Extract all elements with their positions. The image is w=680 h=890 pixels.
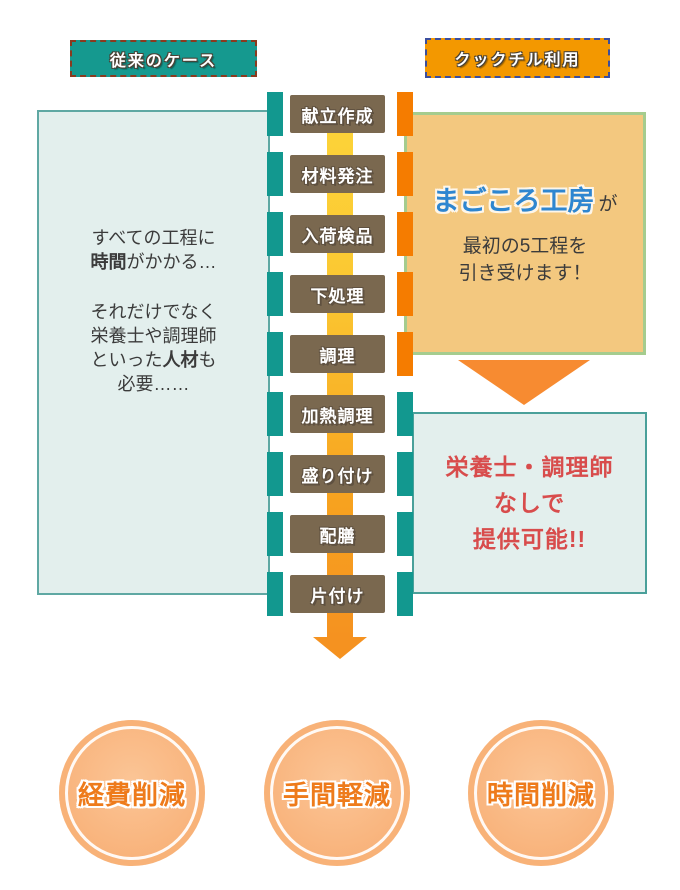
brand-suffix: が (598, 194, 618, 215)
legacy-note-segment: といった (90, 350, 163, 370)
cook-chill-badge-label: クックチル利用 (454, 52, 581, 69)
legacy-note-segment: 栄養士や調理師 (90, 326, 217, 346)
result-line: 栄養士・調理師 (445, 454, 614, 480)
result-connector (397, 572, 413, 616)
process-step-row: 材料発注 (267, 152, 413, 196)
legacy-note-line: それだけでなく (39, 300, 268, 324)
process-step-row: 調理 (267, 332, 413, 376)
brand-name: まごころ工房 (432, 186, 595, 216)
handoff-arrow-down-icon (458, 360, 590, 405)
process-step-row: 下処理 (267, 272, 413, 316)
no-staff-result-panel: 栄養士・調理師 なしで 提供可能!! (412, 412, 647, 594)
legacy-case-badge: 従来のケース (70, 40, 257, 77)
magokoro-panel: まごころ工房が 最初の5工程を 引き受けます！ (404, 112, 646, 355)
process-step: 片付け (290, 575, 385, 613)
process-step: 下処理 (290, 275, 385, 313)
legacy-note-segment: それだけでなく (90, 302, 217, 322)
benefit-label: 時間削減 (486, 779, 595, 810)
result-line: なしで (493, 490, 566, 516)
legacy-note-bold: 人材 (162, 350, 199, 370)
legacy-note-line: 栄養士や調理師 (39, 324, 268, 348)
benefit-circle-effort: 手間軽減 (264, 720, 410, 866)
legacy-connector (267, 452, 283, 496)
benefit-label: 経費削減 (77, 779, 186, 810)
legacy-notes-panel: すべての工程に 時間がかかる… それだけでなく 栄養士や調理師 といった人材も … (37, 110, 270, 595)
cook-chill-badge: クックチル利用 (425, 38, 610, 78)
legacy-connector (267, 92, 283, 136)
legacy-note-segment: も (198, 350, 217, 370)
process-step: 献立作成 (290, 95, 385, 133)
legacy-note-line: 必要…… (39, 372, 268, 396)
benefit-circle-time: 時間削減 (468, 720, 614, 866)
flow-arrow-down-icon (313, 637, 367, 659)
legacy-note-line: すべての工程に (39, 226, 268, 250)
benefit-circle-cost: 経費削減 (59, 720, 205, 866)
process-step: 加熱調理 (290, 395, 385, 433)
cookchill-connector (397, 212, 413, 256)
legacy-connector (267, 212, 283, 256)
legacy-connector (267, 272, 283, 316)
benefit-label: 手間軽減 (282, 779, 391, 810)
process-step: 材料発注 (290, 155, 385, 193)
legacy-connector (267, 392, 283, 436)
cookchill-connector (397, 92, 413, 136)
brand-line: まごころ工房が (407, 183, 643, 224)
legacy-note-line: といった人材も (39, 348, 268, 372)
legacy-notes-text: すべての工程に 時間がかかる… それだけでなく 栄養士や調理師 といった人材も … (39, 226, 268, 396)
cookchill-connector (397, 272, 413, 316)
legacy-connector (267, 152, 283, 196)
legacy-note-line: 時間がかかる… (39, 250, 268, 274)
legacy-note-segment: 必要…… (117, 374, 190, 394)
result-connector (397, 392, 413, 436)
result-connector (397, 512, 413, 556)
magokoro-message-line: 最初の5工程を (462, 236, 588, 257)
process-step-row: 加熱調理 (267, 392, 413, 436)
magokoro-message: 最初の5工程を 引き受けます！ (407, 233, 643, 287)
cookchill-connector (397, 152, 413, 196)
process-step-row: 片付け (267, 572, 413, 616)
result-line: 提供可能!! (472, 526, 587, 552)
process-step-row: 入荷検品 (267, 212, 413, 256)
process-step: 入荷検品 (290, 215, 385, 253)
legacy-note-bold: 時間 (90, 252, 127, 272)
legacy-case-badge-label: 従来のケース (109, 52, 218, 70)
process-step: 配膳 (290, 515, 385, 553)
legacy-note-segment: がかかる… (126, 252, 217, 272)
process-step: 盛り付け (290, 455, 385, 493)
legacy-connector (267, 332, 283, 376)
legacy-connector (267, 512, 283, 556)
magokoro-message-line: 引き受けます！ (458, 263, 592, 284)
cookchill-connector (397, 332, 413, 376)
result-connector (397, 452, 413, 496)
legacy-connector (267, 572, 283, 616)
process-step-row: 献立作成 (267, 92, 413, 136)
legacy-note-segment: すべての工程に (91, 228, 216, 248)
process-step-row: 盛り付け (267, 452, 413, 496)
process-step: 調理 (290, 335, 385, 373)
process-step-row: 配膳 (267, 512, 413, 556)
